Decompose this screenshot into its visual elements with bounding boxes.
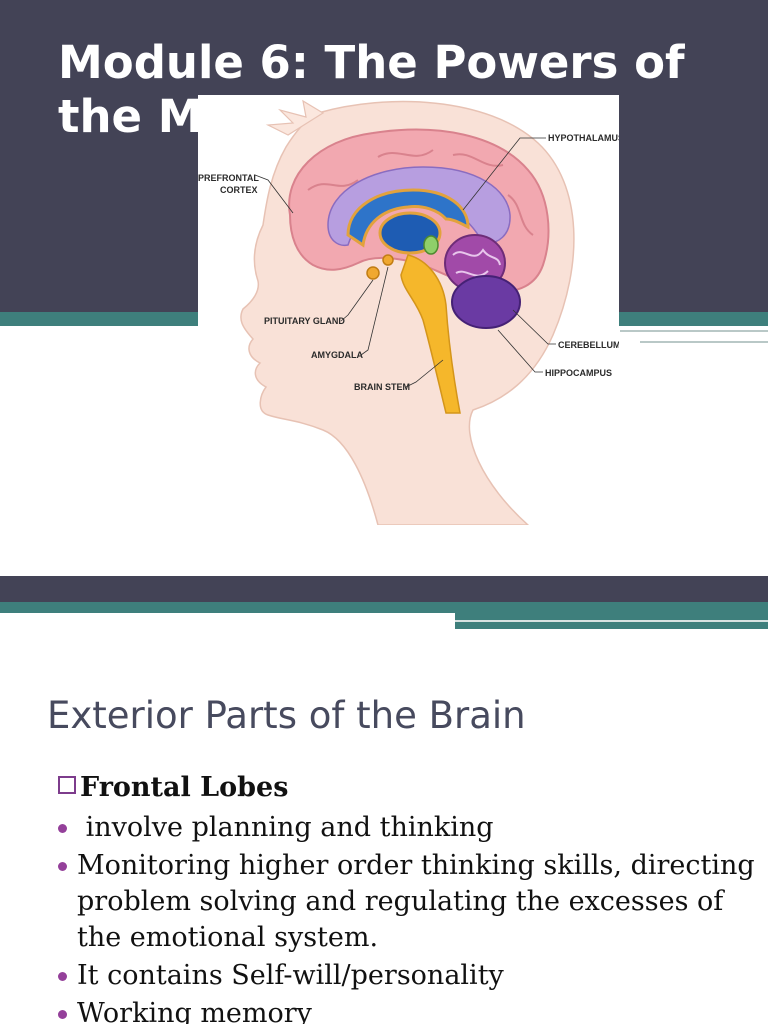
checkbox-bullet-icon bbox=[58, 776, 76, 794]
bullet-list: involve planning and thinking Monitoring… bbox=[58, 810, 758, 1024]
accent-line bbox=[640, 341, 768, 343]
label-brain-stem: BRAIN STEM bbox=[354, 382, 410, 392]
label-hypothalamus: HYPOTHALAMUS bbox=[548, 133, 619, 143]
list-item: It contains Self-will/personality bbox=[58, 958, 758, 994]
bullet-text: Working memory bbox=[77, 998, 312, 1024]
hippocampus-shape bbox=[423, 235, 439, 255]
label-hippocampus: HIPPOCAMPUS bbox=[545, 368, 612, 378]
ventricle-shape bbox=[346, 188, 470, 248]
leader-lines bbox=[254, 137, 556, 388]
label-pituitary: PITUITARY GLAND bbox=[264, 316, 345, 326]
list-item: Monitoring higher order thinking skills,… bbox=[58, 848, 758, 956]
amygdala-shape bbox=[382, 254, 394, 266]
teal-accent-bar bbox=[0, 602, 768, 613]
label-amygdala: AMYGDALA bbox=[311, 350, 363, 360]
top-band bbox=[0, 576, 768, 602]
slide-2: Exterior Parts of the Brain Frontal Lobe… bbox=[0, 576, 768, 1024]
heading-text: Frontal Lobes bbox=[80, 772, 289, 803]
pituitary-shape bbox=[366, 266, 380, 280]
brain-stem-shape bbox=[400, 254, 461, 414]
hair-tuft bbox=[265, 99, 325, 136]
accent-line bbox=[620, 330, 768, 332]
label-cortex: CORTEX bbox=[220, 185, 258, 195]
list-item: involve planning and thinking bbox=[58, 810, 758, 846]
bullet-dot-icon bbox=[58, 862, 67, 871]
bullet-dot-icon bbox=[58, 824, 67, 833]
slide-1: Module 6: The Powers of the Mind bbox=[0, 0, 768, 525]
accent-line bbox=[455, 620, 768, 622]
brain-diagram-image: HYPOTHALAMUS PREFRONTAL CORTEX PITUITARY… bbox=[198, 95, 619, 525]
slide-title: Exterior Parts of the Brain bbox=[47, 694, 526, 737]
section-heading: Frontal Lobes bbox=[58, 772, 288, 803]
cerebellum-lower-shape bbox=[451, 275, 521, 329]
gyri-lines bbox=[307, 149, 534, 236]
label-prefrontal: PREFRONTAL bbox=[198, 173, 259, 183]
label-cerebellum: CEREBELLUM bbox=[558, 340, 619, 350]
list-item: Working memory bbox=[58, 996, 758, 1024]
bullet-text: Monitoring higher order thinking skills,… bbox=[77, 850, 755, 953]
cerebellum-folds bbox=[452, 248, 501, 277]
bullet-dot-icon bbox=[58, 1010, 67, 1019]
bullet-text: involve planning and thinking bbox=[77, 812, 494, 843]
bullet-dot-icon bbox=[58, 972, 67, 981]
bullet-text: It contains Self-will/personality bbox=[77, 960, 504, 991]
